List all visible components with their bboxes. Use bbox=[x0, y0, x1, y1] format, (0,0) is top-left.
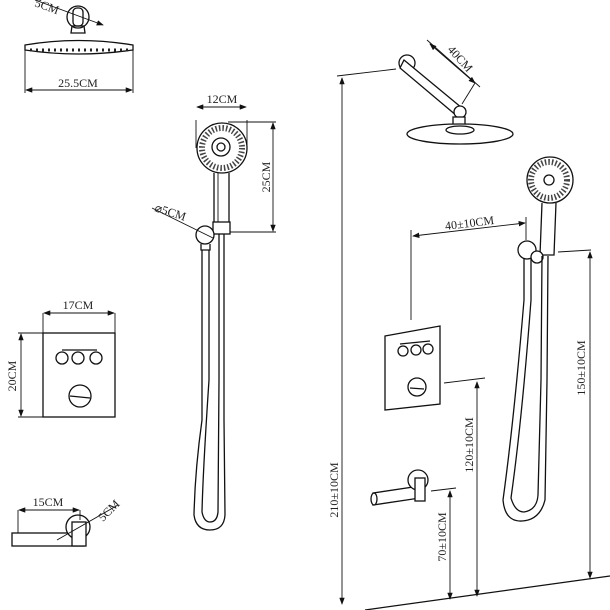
rain-head-arm-diameter-label: 5CM bbox=[33, 0, 61, 17]
mixer-width-label: 17CM bbox=[63, 298, 94, 312]
mixer-drawing bbox=[18, 310, 116, 418]
spout-diameter-label: 5CM bbox=[95, 497, 123, 525]
installation-drawing bbox=[336, 39, 610, 610]
spout-length-label: 15CM bbox=[33, 495, 64, 509]
mixer-height-label: 20CM bbox=[5, 360, 19, 391]
holder-offset-label: 40±10CM bbox=[444, 213, 495, 233]
rain-head-width-label: 25.5CM bbox=[58, 76, 98, 90]
rain-head-drawing bbox=[24, 0, 134, 93]
holder-diameter-label: ⌀5CM bbox=[153, 201, 188, 224]
spout-height-label: 70±10CM bbox=[435, 512, 449, 562]
ceiling-height-label: 210±10CM bbox=[327, 462, 341, 518]
hand-shower-length-label: 25CM bbox=[259, 161, 273, 192]
hand-shower-drawing bbox=[151, 104, 276, 531]
spout-drawing bbox=[11, 504, 119, 547]
hand-shower-width-label: 12CM bbox=[207, 92, 238, 106]
mixer-height-install-label: 120±10CM bbox=[462, 417, 476, 473]
holder-height-label: 150±10CM bbox=[574, 340, 588, 396]
